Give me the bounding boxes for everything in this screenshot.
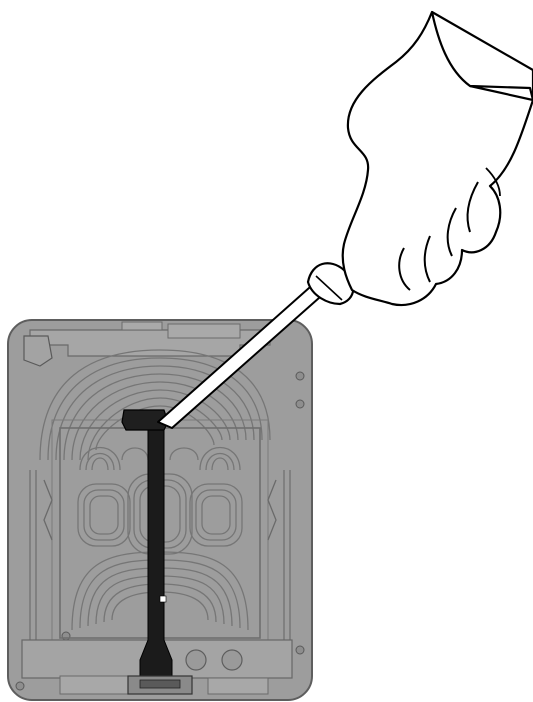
top-bracket-slot (168, 324, 240, 338)
bottom-port-2 (222, 650, 242, 670)
screw-right-2 (296, 400, 304, 408)
gloved-hand (343, 12, 533, 305)
screw-left-2 (16, 682, 24, 690)
glove-outline (343, 12, 533, 305)
screw-right-3 (296, 646, 304, 654)
left-top-clip (24, 336, 52, 366)
screw-right-1 (296, 372, 304, 380)
bottom-port-1 (186, 650, 206, 670)
flex-cable-marker (160, 596, 166, 602)
top-bracket-tab (122, 322, 162, 330)
